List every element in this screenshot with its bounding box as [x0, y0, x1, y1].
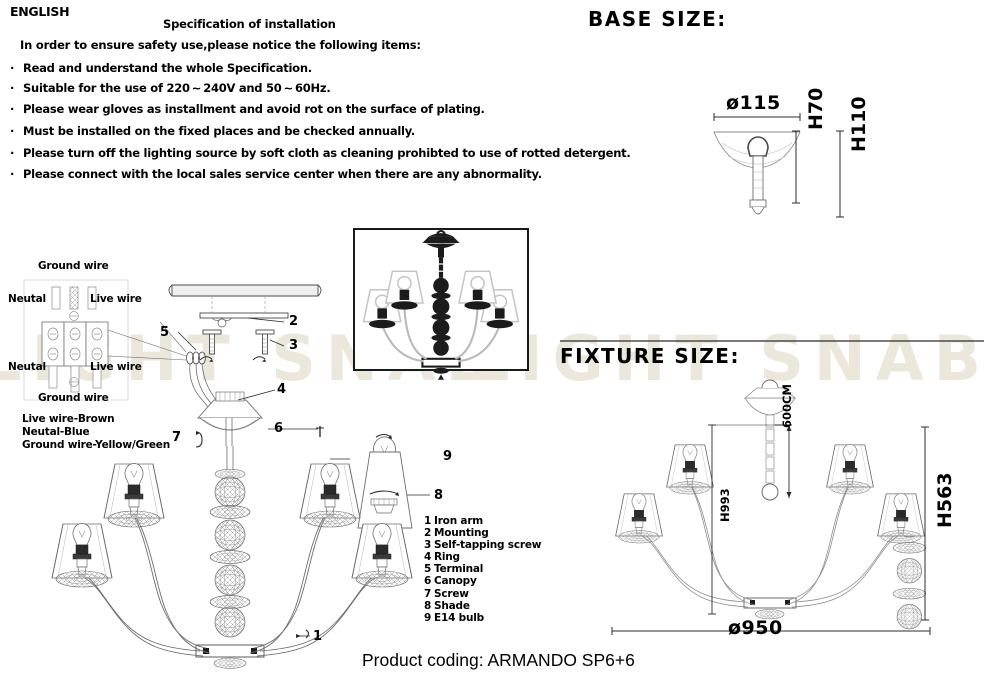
- page-title: Specification of installation: [163, 17, 336, 31]
- legend-number: 7: [424, 587, 432, 600]
- legend-number: 3: [424, 539, 432, 552]
- legend-label: Self-tapping screw: [434, 539, 542, 552]
- spec-bullet: · Please connect with the local sales ser…: [10, 167, 542, 181]
- bullet-marker: ·: [10, 61, 15, 75]
- spec-bullet-text: Please connect with the local sales serv…: [23, 167, 542, 181]
- product-thumbnail-drawing: [362, 229, 520, 380]
- wire-color-neutral: Neutal-Blue: [22, 426, 90, 438]
- bullet-marker: ·: [10, 102, 15, 116]
- legend-label: Ring: [434, 551, 460, 564]
- spec-bullet: · Please wear gloves as installment and a…: [10, 102, 485, 116]
- spec-bullet-text: Please turn off the lighting source by s…: [23, 146, 631, 160]
- callout-9: 9: [443, 449, 453, 464]
- legend-label: Shade: [434, 599, 470, 612]
- spec-bullet: · Suitable for the use of 220 ~ 240V and …: [10, 81, 331, 95]
- wiring-label-neutral-top: Neutal: [8, 293, 46, 305]
- legend-label: Mounting: [434, 527, 489, 540]
- callout-6: 6: [274, 421, 284, 436]
- fixture-total-height-label: H993: [718, 488, 732, 522]
- wiring-label-live-top: Live wire: [90, 293, 142, 305]
- callout-leaders: [177, 317, 430, 637]
- wiring-diagram: [23, 279, 129, 401]
- wiring-label-ground-top: Ground wire: [38, 260, 109, 272]
- wiring-label-neutral-bottom: Neutal: [8, 361, 46, 373]
- legend-number: 2: [424, 527, 432, 540]
- spec-bullet-text: Please wear gloves as installment and av…: [23, 102, 485, 116]
- wire-color-live: Live wire-Brown: [22, 413, 115, 425]
- base-total-height-label: H110: [848, 96, 870, 152]
- wire-color-ground: Ground wire-Yellow/Green: [22, 439, 170, 451]
- bullet-marker: ·: [10, 146, 15, 160]
- callout-4: 4: [277, 382, 287, 397]
- bullet-marker: ·: [10, 124, 15, 138]
- callout-7: 7: [172, 430, 182, 445]
- legend-label: Iron arm: [434, 515, 484, 527]
- spec-bullet-text: Read and understand the whole Specificat…: [23, 61, 312, 75]
- chain-length-label: 600CM: [780, 384, 794, 428]
- spec-bullet: · Please turn off the lighting source by …: [10, 146, 631, 160]
- wiring-label-live-bottom: Live wire: [90, 361, 142, 373]
- legend-number: 4: [424, 551, 432, 564]
- legend-number: 5: [424, 563, 432, 576]
- intro-text: In order to ensure safety use,please not…: [20, 38, 421, 52]
- exploded-bulb-shade: [357, 433, 413, 537]
- spec-bullet: · Read and understand the whole Specifica…: [10, 61, 312, 75]
- base-diameter-label: ø115: [726, 92, 781, 114]
- base-size-drawing: [713, 113, 844, 218]
- bullet-marker: ·: [10, 167, 15, 181]
- fixture-body-height-label: H563: [934, 472, 956, 528]
- spec-bullet: · Must be installed on the fixed places a…: [10, 124, 415, 138]
- base-canopy-height-label: H70: [805, 87, 827, 130]
- ceiling-mount-detail: [107, 284, 324, 448]
- legend-label: Canopy: [434, 575, 477, 588]
- legend-number: 8: [424, 599, 432, 612]
- callout-5: 5: [160, 325, 170, 340]
- watermark-text: LIGHT SNAB: [470, 322, 992, 395]
- legend-number: 1: [424, 515, 432, 527]
- product-coding: Product coding: ARMANDO SP6+6: [362, 650, 635, 670]
- callout-8: 8: [434, 488, 444, 503]
- wiring-label-ground-bottom: Ground wire: [38, 392, 109, 404]
- legend-label: Terminal: [434, 563, 484, 576]
- fixture-size-drawing: [611, 379, 931, 635]
- fixture-size-heading: FIXTURE SIZE:: [560, 344, 740, 368]
- fixture-diameter-label: ø950: [728, 617, 783, 639]
- base-size-heading: BASE SIZE:: [588, 7, 727, 31]
- legend-label: Screw: [434, 587, 469, 600]
- spec-bullet-text: Must be installed on the fixed places an…: [23, 124, 416, 138]
- callout-1: 1: [313, 629, 323, 644]
- legend-number: 9: [424, 611, 432, 624]
- callout-3: 3: [289, 338, 299, 353]
- legend-label: E14 bulb: [434, 611, 484, 624]
- language-label: ENGLISH: [10, 4, 70, 19]
- legend-number: 6: [424, 575, 432, 588]
- bullet-marker: ·: [10, 81, 15, 95]
- spec-bullet-text: Suitable for the use of 220 ~ 240V and 5…: [23, 81, 331, 95]
- callout-2: 2: [289, 314, 299, 329]
- main-chandelier-drawing: [52, 446, 412, 669]
